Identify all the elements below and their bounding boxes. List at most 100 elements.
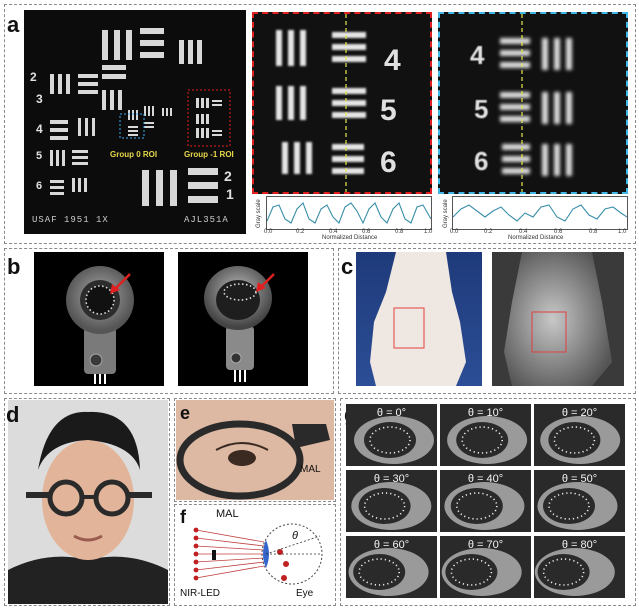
zoom-red-roi-image: 4 5 6 <box>252 12 432 194</box>
usaf-num-right-1: 1 <box>226 186 234 202</box>
panel-f-mal-label: MAL <box>216 508 239 520</box>
lens-drawing-2 <box>204 266 275 382</box>
eye-drawing-4 <box>440 470 531 532</box>
zoom-red-num-4: 4 <box>384 44 401 77</box>
profile-cyan-ylabel: Gray scale <box>443 199 449 228</box>
lens-image-2 <box>178 252 308 386</box>
eye-image-angle-6: θ = 60° <box>346 536 437 598</box>
person-photo <box>8 400 168 604</box>
usaf-num-6: 6 <box>36 180 43 192</box>
panel-c <box>338 248 636 394</box>
panel-label-b: b <box>7 254 21 279</box>
eye-drawing-8 <box>534 536 625 598</box>
eye-image-angle-5: θ = 50° <box>534 470 625 532</box>
usaf-bars <box>50 28 231 206</box>
angle-label-4: θ = 40° <box>467 473 504 485</box>
panel-d <box>4 398 170 606</box>
usaf-num-right-2: 2 <box>224 168 232 184</box>
hand-nir-image <box>492 252 624 386</box>
roi-group-minus1-label: Group -1 ROI <box>184 150 234 159</box>
panel-f-eye-label: Eye <box>296 588 314 599</box>
eye-drawing-2 <box>534 404 625 466</box>
panel-label-a: a <box>7 12 20 37</box>
eye-drawing-7 <box>440 536 531 598</box>
eye-drawing-6 <box>346 536 437 598</box>
profile-cyan-xtick-2: 0.4 <box>519 229 528 235</box>
profile-cyan-xtick-1: 0.2 <box>484 229 493 235</box>
profile-cyan-xtick-4: 0.8 <box>589 229 598 235</box>
zoom-red-num-5: 5 <box>380 94 397 127</box>
profile-red-xtick-3: 0.6 <box>362 229 371 235</box>
zoom-red-bars <box>276 14 366 192</box>
eye-drawing-1 <box>440 404 531 466</box>
profile-cyan-xtick-3: 0.6 <box>554 229 563 235</box>
panel-f-led-label: NIR-LED <box>180 588 221 599</box>
hand-nir-drawing <box>504 252 612 386</box>
profile-red-ylabel: Gray scale <box>256 199 262 228</box>
profile-cyan-xlabel: Normalized Distance <box>508 235 564 241</box>
panel-label-c: c <box>341 254 354 279</box>
eye-image-angle-4: θ = 40° <box>440 470 531 532</box>
eye-angle-grid: θ = 0° θ = 10° θ = 20° θ = 30° θ = 40° θ = 50… <box>346 404 632 602</box>
eye-drawing-0 <box>346 404 437 466</box>
panel-label-d: d <box>6 402 20 427</box>
angle-label-5: θ = 50° <box>561 473 598 485</box>
profile-red-xtick-1: 0.2 <box>296 229 305 235</box>
eye-glasses-drawing <box>176 400 334 500</box>
panel-label-f: f <box>180 507 186 527</box>
angle-label-0: θ = 0° <box>376 407 407 419</box>
angle-label-6: θ = 60° <box>373 539 410 551</box>
panel-f-theta-label: θ <box>292 530 298 542</box>
person-photo-drawing <box>8 400 168 604</box>
angle-label-2: θ = 20° <box>561 407 598 419</box>
usaf-num-3: 3 <box>36 92 43 106</box>
eye-image-angle-7: θ = 70° <box>440 536 531 598</box>
profile-red-xtick-5: 1.0 <box>424 229 433 235</box>
zoom-cyan-bars <box>500 14 572 192</box>
usaf-label-right: AJL351A <box>184 215 229 225</box>
profile-cyan-xtick-0: 0.0 <box>450 229 459 235</box>
angle-label-7: θ = 70° <box>467 539 504 551</box>
zoom-cyan-roi-image: 4 5 6 <box>438 12 628 194</box>
eye-image-angle-3: θ = 30° <box>346 470 437 532</box>
roi-group0-label: Group 0 ROI <box>110 150 158 159</box>
zoom-cyan-num-5: 5 <box>474 94 489 124</box>
profile-red-xtick-4: 0.8 <box>395 229 404 235</box>
usaf-num-5: 5 <box>36 150 43 162</box>
eye-image-angle-2: θ = 20° <box>534 404 625 466</box>
eye-image-angle-8: θ = 80° <box>534 536 625 598</box>
hand-photo <box>356 252 482 386</box>
panel-e-mal-label: MAL <box>300 464 321 475</box>
eye-glasses-photo: e MAL <box>176 400 334 500</box>
eye-image-angle-0: θ = 0° <box>346 404 437 466</box>
panel-label-e: e <box>180 403 191 423</box>
angle-label-3: θ = 30° <box>373 473 410 485</box>
panel-b <box>4 248 334 394</box>
zoom-cyan-num-6: 6 <box>474 146 489 176</box>
profile-cyan-xtick-5: 1.0 <box>618 229 627 235</box>
profile-plot-cyan <box>452 196 628 230</box>
usaf-num-4: 4 <box>36 122 43 136</box>
angle-label-8: θ = 80° <box>561 539 598 551</box>
usaf-label-left: USAF 1951 1X <box>32 215 109 225</box>
eye-drawing-5 <box>534 470 625 532</box>
lens-image-1 <box>34 252 164 386</box>
usaf-num-2: 2 <box>30 70 37 84</box>
zoom-red-num-6: 6 <box>380 146 397 179</box>
zoom-cyan-num-4: 4 <box>470 40 485 70</box>
panel-a <box>4 4 636 244</box>
profile-cyan-curve <box>452 204 628 222</box>
profile-red-xlabel: Normalized Distance <box>322 235 378 241</box>
angle-label-1: θ = 10° <box>467 407 504 419</box>
hand-photo-drawing <box>370 252 466 386</box>
panel-f <box>174 504 336 606</box>
profile-red-curve <box>266 202 432 225</box>
eye-image-angle-1: θ = 10° <box>440 404 531 466</box>
eye-drawing-3 <box>346 470 437 532</box>
profile-plot-red <box>266 196 432 230</box>
lens-drawing-1 <box>66 266 134 384</box>
profile-red-xtick-0: 0.0 <box>264 229 273 235</box>
profile-red-xtick-2: 0.4 <box>329 229 338 235</box>
panel-e <box>174 398 336 502</box>
schematic-diagram <box>193 523 323 585</box>
